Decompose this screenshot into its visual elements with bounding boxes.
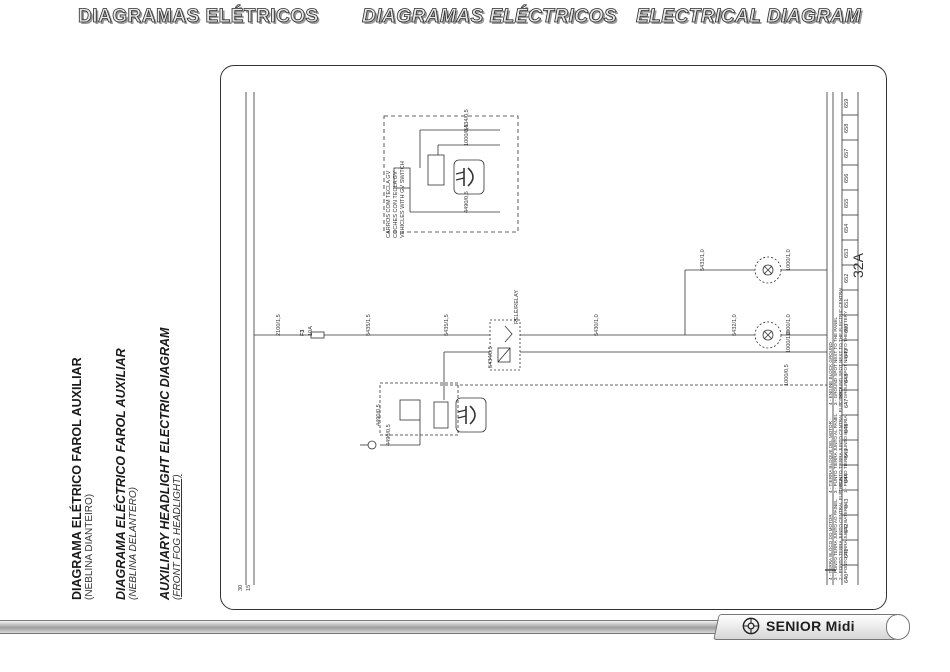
col-label: 646 — [844, 423, 850, 433]
relay-coil — [497, 347, 511, 363]
label-wire-4490-a: 4490/0,5 — [464, 191, 470, 213]
col-label: 649 — [844, 348, 850, 358]
fog-lamp-bottom — [754, 321, 782, 349]
label-wire-1000-mid2: 1000/1,0 — [786, 331, 792, 353]
relay-coil-diag — [497, 347, 511, 363]
label-wire-1000-top: 1000/1,0 — [786, 249, 792, 271]
header-title-en: ELECTRICAL DIAGRAM — [636, 6, 862, 28]
col-label: 650 — [844, 323, 850, 333]
page-footer: SENIOR Midi — [0, 614, 950, 640]
col-label: 643 — [844, 498, 850, 508]
brand-badge-content: SENIOR Midi — [742, 616, 855, 636]
label-wire-5431: 5431/1,0 — [700, 249, 706, 271]
col-label: 644 — [844, 473, 850, 483]
fog-switch-icon-top-ray1 — [455, 171, 465, 175]
fog-lamp-bottom-x2 — [763, 330, 773, 340]
relay-contact — [504, 325, 513, 343]
sheet-id: 32A — [850, 253, 866, 278]
fuse-f3 — [310, 331, 325, 339]
label-wire-5434-b: 5434/0,5 — [488, 346, 494, 368]
diagram-frame — [220, 65, 887, 610]
page-header: DIAGRAMAS ELÉTRICOS DIAGRAMAS ELÉCTRICOS… — [0, 0, 950, 45]
fog-switch-icon-bottom-arc — [469, 405, 476, 425]
header-title-pt: DIAGRAMAS ELÉTRICOS — [78, 6, 319, 28]
rail-label-15: 15 — [246, 584, 252, 591]
fog-switch-icon-top-arc — [467, 167, 474, 187]
col-label: 645 — [844, 448, 850, 458]
header-title-es: DIAGRAMAS ELÉCTRICOS — [362, 6, 617, 28]
gv-box-line-1: CARROS COM TECLA GV — [386, 170, 392, 238]
col-label: 659 — [844, 98, 850, 108]
label-wire-5435: 5435/1,5 — [366, 314, 372, 336]
fog-lamp-top-bulb — [762, 264, 774, 276]
switch-bottom-led — [433, 401, 449, 429]
col-label: 656 — [844, 173, 850, 183]
gv-switch-box — [383, 115, 519, 233]
col-label: 640 — [844, 573, 850, 583]
label-wire-4490-c: 4490/0,5 — [376, 404, 382, 426]
connector-bottom — [367, 440, 377, 450]
ground-legend-pt-1: 1 - PONTO TERRA JUNTO BATERIA — [843, 503, 848, 581]
gv-switch — [393, 167, 411, 189]
label-wire-1000-bot: 1000/0,5 — [784, 364, 790, 386]
relay-box — [489, 319, 521, 371]
rail-label-30: 30 — [238, 584, 244, 591]
footer-endcap — [886, 614, 910, 640]
gv-switch-led — [427, 154, 445, 186]
column-ticks — [842, 114, 858, 566]
col-label: 652 — [844, 273, 850, 283]
label-wire-1000-gv: 1000/0,5 — [464, 124, 470, 146]
col-label: 642 — [844, 523, 850, 533]
fog-switch-icon-bottom — [455, 397, 487, 433]
label-wire-4490-b: 4490/0,5 — [386, 424, 392, 446]
col-label: 655 — [844, 198, 850, 208]
fog-lamp-top-x2 — [763, 265, 773, 275]
label-fuse-id: F3 — [300, 329, 306, 336]
col-label: 657 — [844, 148, 850, 158]
brand-name: SENIOR Midi — [766, 618, 855, 634]
footer-bar — [0, 620, 720, 634]
gv-box-line-2: COCHES CON TECLA GV — [393, 171, 399, 238]
col-label: 658 — [844, 123, 850, 133]
col-label: 641 — [844, 548, 850, 558]
fog-switch-icon-top — [453, 159, 485, 195]
fog-switch-icon-bottom-ray1 — [457, 409, 467, 413]
fog-switch-icon-top-ray2 — [455, 177, 465, 181]
fog-switch-icon-bottom-ray2 — [457, 415, 467, 419]
fog-lamp-top — [754, 256, 782, 284]
label-wire-2100: 2100/1,5 — [276, 314, 282, 336]
col-label: 647 — [844, 398, 850, 408]
label-wire-5435-b: 5435/1,5 — [444, 314, 450, 336]
fog-lamp-bottom-bulb — [762, 329, 774, 341]
marcopolo-logo-icon — [742, 617, 760, 635]
gv-box-line-3: VEHICLES WITH GV SWITCH — [400, 161, 406, 238]
label-fuse-rating: 10A — [308, 326, 314, 336]
col-label: 648 — [844, 373, 850, 383]
col-label: 651 — [844, 298, 850, 308]
label-wire-5430: 5430/1,0 — [594, 314, 600, 336]
col-label: 653 — [844, 248, 850, 258]
label-wire-5432: 5432/1,0 — [732, 314, 738, 336]
col-label: 654 — [844, 223, 850, 233]
switch-bottom — [399, 399, 421, 421]
label-relay: RELÉ/RELAY — [514, 289, 520, 324]
